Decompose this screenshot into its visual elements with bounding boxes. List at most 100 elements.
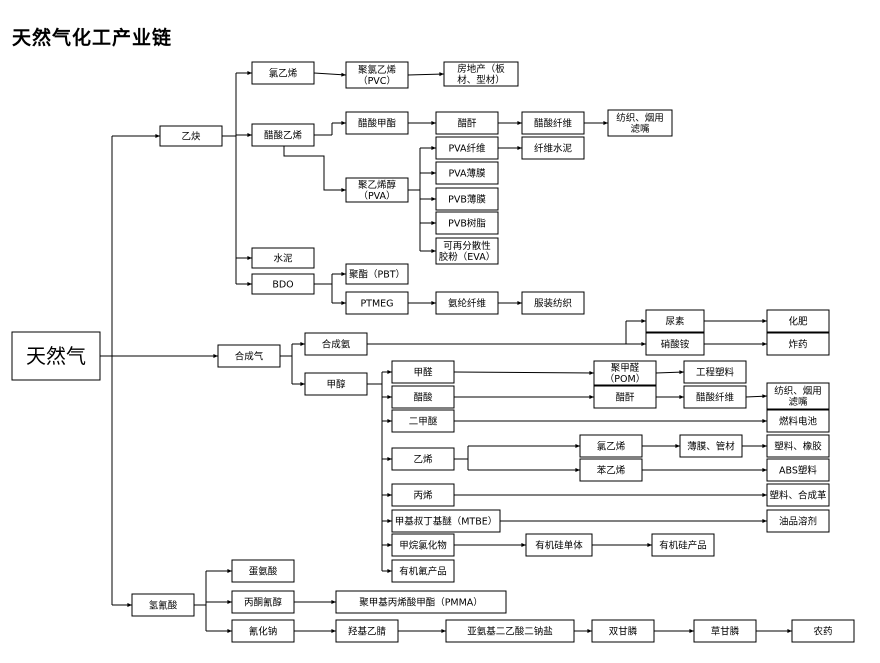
node-box (251, 61, 315, 85)
node-box (345, 263, 409, 285)
node-pva-fiber: PVA纤维 (435, 136, 499, 160)
node-fertilizer: 化肥 (766, 309, 830, 333)
node-label: 乙烯 (413, 453, 433, 465)
node-box (391, 509, 501, 533)
node-bdo: BDO (251, 273, 315, 295)
node-label: 油品溶剂 (779, 515, 817, 527)
node-label: 合成氨 (322, 338, 351, 350)
node-box (693, 619, 757, 643)
node-urea: 尿素 (645, 309, 705, 333)
arrowhead (647, 543, 652, 547)
node-label: 化肥 (788, 315, 808, 327)
arrowhead (341, 301, 346, 305)
node-box (766, 458, 830, 482)
arrowhead (521, 543, 526, 547)
node-label: 醋酸甲酯 (358, 117, 397, 129)
node-label: 有机硅产品 (659, 539, 707, 551)
node-acetic-anhydride-2: 醋酐 (593, 385, 657, 409)
arrowhead (587, 629, 592, 633)
node-label: 纤维水泥 (534, 142, 573, 154)
diagram-nodes: 天然气乙炔氯乙烯聚氯乙烯（PVC）房地产（板材、型材）醋酸乙烯醋酸甲酯醋酐醋酸纤… (11, 61, 855, 643)
node-box (521, 111, 585, 135)
node-film-pipe: 薄膜、管材 (679, 434, 743, 458)
node-label: 乙炔 (181, 130, 201, 142)
node-ethylene: 乙烯 (391, 447, 455, 471)
node-acetic-anhydride-1: 醋酐 (435, 111, 499, 135)
node-box (391, 385, 455, 409)
node-label: 尿素 (665, 315, 685, 327)
arrowhead (341, 272, 346, 276)
node-box (443, 61, 519, 87)
arrowhead (431, 197, 436, 201)
arrowhead (641, 342, 646, 346)
node-label: 醋酸 (413, 391, 433, 403)
node-explosives: 炸药 (766, 332, 830, 356)
node-label: 纺织、烟用 (616, 112, 664, 124)
node-label: 水泥 (273, 252, 293, 264)
arrowhead (247, 282, 252, 286)
node-label: 硝酸铵 (661, 338, 690, 350)
node-label: 滤嘴 (630, 123, 650, 135)
node-label: （PVC） (358, 75, 396, 87)
node-box (645, 309, 705, 333)
node-label: PVA纤维 (448, 142, 486, 154)
node-label: 醋酸纤维 (696, 391, 735, 403)
node-ammonium-nitrate: 硝酸铵 (645, 332, 705, 356)
node-glyphosine: 双甘膦 (591, 619, 655, 643)
arrowhead (762, 342, 767, 346)
node-label: 燃料电池 (779, 415, 818, 427)
diagram-connectors (100, 71, 792, 633)
node-label: 服装纺织 (534, 297, 572, 309)
node-box (435, 211, 499, 235)
node-label: 苯乙烯 (597, 464, 626, 476)
node-methyl-chlorosilane: 甲烷氯化物 (391, 533, 455, 557)
arrowhead (679, 370, 684, 375)
arrowhead (387, 457, 392, 461)
node-box (131, 593, 195, 617)
node-label: ABS塑料 (779, 464, 817, 476)
node-label: 丙酮氰醇 (244, 596, 283, 608)
node-real-estate: 房地产（板材、型材） (443, 61, 519, 87)
node-mtbe: 甲基叔丁基醚（MTBE） (391, 509, 501, 533)
node-box (335, 619, 399, 643)
node-hcn: 氢氰酸 (131, 593, 195, 617)
node-eng-plastics: 工程塑料 (683, 360, 747, 384)
node-label: 炸药 (788, 338, 807, 350)
node-box (766, 382, 830, 410)
arrowhead (675, 444, 680, 448)
node-propylene: 丙烯 (391, 483, 455, 507)
arrowhead (589, 371, 594, 375)
connector-line (283, 146, 346, 191)
node-box (766, 409, 830, 433)
node-methyl-acetate: 醋酸甲酯 (345, 111, 409, 135)
node-box (679, 434, 743, 458)
node-organofluorine: 有机氟产品 (391, 559, 455, 583)
node-box (766, 509, 830, 533)
arrowhead (431, 121, 436, 125)
arrowhead (387, 519, 392, 523)
node-label: 氯乙烯 (269, 67, 298, 79)
node-vinyl-acetate: 醋酸乙烯 (251, 123, 315, 147)
node-pva-film: PVA薄膜 (435, 161, 499, 185)
node-box (435, 111, 499, 135)
node-box (445, 619, 575, 643)
node-label: 聚甲基丙烯酸甲酯（PMMA） (359, 596, 483, 608)
node-box (345, 177, 409, 203)
arrowhead (127, 603, 132, 607)
arrowhead (247, 71, 252, 75)
arrowhead (227, 629, 232, 633)
node-box (791, 619, 855, 643)
node-label: 羟基乙腈 (348, 625, 387, 637)
node-box (11, 331, 101, 381)
node-box (645, 332, 705, 356)
node-box (345, 111, 409, 135)
node-box (607, 109, 673, 137)
node-sodium-cyanide: 氰化钠 (231, 619, 295, 643)
node-box (435, 187, 499, 211)
node-box (251, 123, 315, 147)
node-box (345, 61, 409, 89)
node-label: 天然气 (26, 344, 86, 368)
node-label: 醋酐 (457, 117, 477, 129)
